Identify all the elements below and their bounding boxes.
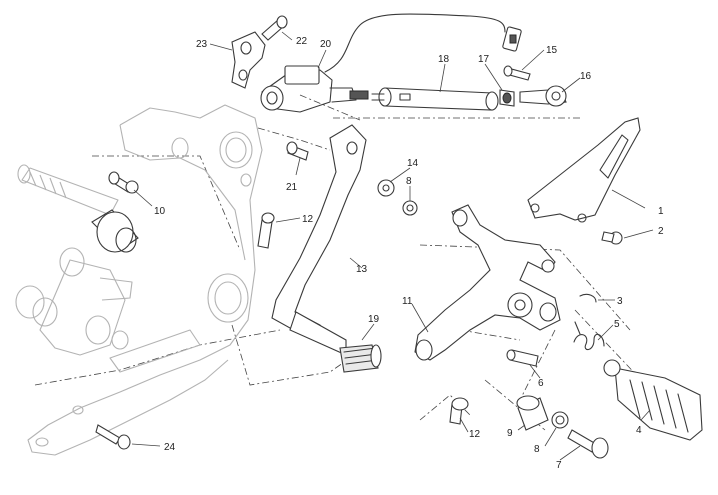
rod-end-16 — [519, 85, 567, 107]
lock-nut-17 — [499, 89, 515, 107]
mounting-bracket-23 — [231, 31, 266, 89]
rear-axle-sleeve — [17, 164, 139, 253]
callout-11: 11 — [402, 296, 413, 307]
ring-8-upper — [402, 200, 418, 216]
callout-19: 19 — [368, 314, 380, 325]
callout-8-upper: 8 — [406, 176, 412, 187]
screw-24 — [95, 424, 131, 450]
callout-3: 3 — [617, 296, 623, 307]
clip-3 — [579, 293, 597, 303]
washer-8-lower — [551, 411, 569, 429]
callout-14: 14 — [407, 158, 419, 169]
callout-5: 5 — [614, 319, 620, 330]
screw-10 — [108, 171, 139, 194]
callout-6: 6 — [538, 378, 544, 389]
rear-bracket-assembly — [15, 247, 133, 356]
rear-frame-ghost — [27, 104, 263, 456]
callout-15: 15 — [546, 45, 558, 56]
callout-8-lower: 8 — [534, 444, 540, 455]
callout-24: 24 — [164, 442, 176, 453]
push-rod — [371, 87, 499, 111]
screw-12-upper — [257, 212, 275, 249]
pivot-bolt-7 — [567, 429, 609, 459]
footrest-bracket-11 — [414, 204, 561, 361]
gear-lever-13 — [271, 124, 367, 356]
leader-lines — [131, 31, 654, 461]
screw-21 — [286, 141, 309, 161]
callout-16: 16 — [580, 71, 592, 82]
callout-2: 2 — [658, 226, 664, 237]
screw-22 — [261, 15, 288, 41]
screw-2 — [601, 231, 623, 245]
screw-15 — [503, 65, 531, 81]
callout-7: 7 — [556, 460, 562, 471]
callout-12-lower: 12 — [469, 429, 481, 440]
callout-9: 9 — [507, 428, 513, 439]
spring-5 — [573, 321, 605, 351]
brake-switch-wire — [324, 13, 522, 73]
assembly-lines — [34, 94, 661, 431]
callout-20: 20 — [320, 39, 332, 50]
callout-13: 13 — [356, 264, 368, 275]
heel-guard-1 — [527, 117, 641, 223]
callout-23: 23 — [196, 39, 208, 50]
footpeg-4 — [603, 359, 703, 441]
callout-12-upper: 12 — [302, 214, 314, 225]
callout-21: 21 — [286, 182, 298, 193]
washer-14 — [377, 179, 395, 197]
callout-18: 18 — [438, 54, 450, 65]
callout-4: 4 — [636, 425, 642, 436]
callout-labels: 1 2 3 4 5 6 7 8 8 9 10 11 12 12 13 14 15… — [154, 36, 664, 471]
rubber-grip-19 — [339, 344, 382, 373]
screw-12-lower — [449, 397, 469, 425]
bushing-9 — [516, 395, 549, 431]
callout-22: 22 — [296, 36, 308, 47]
callout-17: 17 — [478, 54, 490, 65]
callout-10: 10 — [154, 206, 166, 217]
pin-6 — [506, 349, 539, 367]
master-cylinder — [260, 65, 369, 113]
callout-1: 1 — [658, 206, 664, 217]
